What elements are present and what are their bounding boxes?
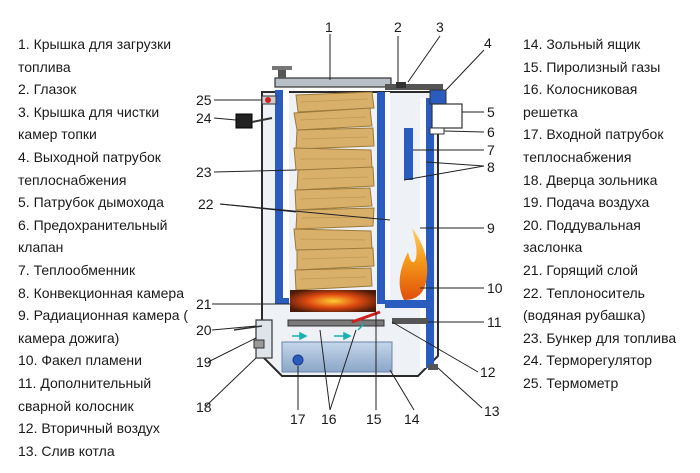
legend-item: (водяная рубашка) bbox=[523, 307, 646, 324]
legend-item: теплоснабжения bbox=[18, 171, 127, 188]
legend-item: теплоснабжения bbox=[523, 148, 632, 165]
callout-15: 15 bbox=[366, 411, 382, 427]
drain-valve bbox=[428, 364, 438, 370]
wood-grain-lines bbox=[299, 98, 369, 280]
callout-17: 17 bbox=[290, 411, 306, 427]
callout-numbers: 1 2 3 4 5 6 7 8 9 10 11 12 13 14 15 16 1… bbox=[196, 19, 503, 427]
callout-19: 19 bbox=[196, 354, 212, 370]
fuel-wood-stack bbox=[293, 91, 375, 291]
callout-23: 23 bbox=[196, 164, 212, 180]
legend-item: 12. Вторичный воздух bbox=[18, 420, 160, 437]
legend-item: 13. Слив котла bbox=[18, 442, 115, 459]
grate bbox=[287, 319, 385, 327]
legend-item: сварной колосник bbox=[18, 397, 134, 414]
ash-door bbox=[233, 319, 273, 359]
legend-item: 19. Подача воздуха bbox=[523, 194, 650, 211]
legend-item: 10. Факел пламени bbox=[18, 352, 142, 369]
legend-item: 2. Глазок bbox=[18, 81, 77, 98]
legend-item: 22. Теплоноситель bbox=[523, 284, 645, 301]
legend-item: 9. Радиационная камера ( bbox=[18, 307, 189, 324]
callout-21: 21 bbox=[196, 296, 212, 312]
loading-cover-handle bbox=[272, 66, 292, 78]
legend-item: 6. Предохранительный bbox=[18, 216, 168, 233]
callout-10: 10 bbox=[487, 280, 503, 296]
callout-9: 9 bbox=[487, 220, 495, 236]
legend-item: 17. Входной патрубок bbox=[523, 126, 664, 143]
callout-1: 1 bbox=[325, 19, 333, 35]
legend-item: 20. Поддувальная bbox=[523, 216, 641, 233]
water-jacket bbox=[275, 90, 434, 368]
heat-exchanger bbox=[404, 128, 413, 180]
callout-13: 13 bbox=[484, 403, 500, 419]
secondary-air-nozzle bbox=[351, 310, 381, 324]
legend-item: 14. Зольный ящик bbox=[523, 36, 641, 52]
legend-item: 1. Крышка для загрузки bbox=[18, 36, 172, 52]
legend-left: 1. Крышка для загрузки топлива 2. Глазок… bbox=[18, 33, 216, 462]
leader-lines bbox=[205, 34, 485, 411]
legend-item: 18. Дверца зольника bbox=[523, 171, 658, 188]
thermometer bbox=[261, 95, 277, 105]
legend-item: 5. Патрубок дымохода bbox=[18, 194, 164, 211]
legend-item: 8. Конвекционная камера bbox=[18, 284, 184, 301]
inlet-pipe bbox=[292, 354, 304, 366]
legend-item: 25. Термометр bbox=[523, 374, 619, 391]
callout-4: 4 bbox=[484, 35, 492, 51]
legend-item: клапан bbox=[18, 239, 64, 256]
callout-14: 14 bbox=[404, 411, 420, 427]
callout-24: 24 bbox=[196, 110, 212, 126]
legend-item: 15. Пиролизный газы bbox=[523, 58, 661, 75]
legend-item: решетка bbox=[523, 103, 578, 120]
callout-16: 16 bbox=[321, 411, 337, 427]
legend-item: топлива bbox=[18, 58, 71, 75]
legend-item: 23. Бункер для топлива bbox=[523, 329, 677, 346]
thermoregulator bbox=[235, 113, 273, 129]
legend-item: 24. Терморегулятор bbox=[523, 352, 653, 369]
callout-3: 3 bbox=[436, 19, 444, 35]
additional-grate bbox=[392, 318, 428, 324]
callout-12: 12 bbox=[480, 364, 496, 380]
callout-7: 7 bbox=[487, 142, 495, 158]
callout-2: 2 bbox=[394, 19, 402, 35]
callout-25: 25 bbox=[196, 92, 212, 108]
flame-torch bbox=[399, 228, 428, 300]
legend-item: 3. Крышка для чистки bbox=[18, 103, 160, 120]
callout-6: 6 bbox=[487, 124, 495, 140]
legend-item: 7. Теплообменник bbox=[18, 261, 136, 278]
legend-item: 21. Горящий слой bbox=[523, 261, 638, 278]
burning-layer bbox=[290, 290, 376, 312]
callout-20: 20 bbox=[196, 322, 212, 338]
legend-item: камер топки bbox=[18, 126, 97, 143]
callout-8: 8 bbox=[487, 159, 495, 175]
legend-item: 16. Колосниковая bbox=[523, 81, 638, 98]
callout-22: 22 bbox=[198, 196, 214, 212]
legend-item: заслонка bbox=[523, 239, 583, 256]
legend-item: 11. Дополнительный bbox=[18, 374, 152, 391]
callout-18: 18 bbox=[196, 399, 212, 415]
legend-item: камера дожига) bbox=[18, 329, 120, 346]
callout-5: 5 bbox=[487, 104, 495, 120]
legend-item: 4. Выходной патрубок bbox=[18, 148, 161, 165]
legend-right: 14. Зольный ящик 15. Пиролизный газы 16.… bbox=[523, 33, 695, 395]
air-flow-arrows bbox=[292, 323, 365, 341]
callout-11: 11 bbox=[487, 314, 502, 330]
flue-pipe bbox=[429, 89, 463, 135]
peephole bbox=[396, 82, 406, 88]
